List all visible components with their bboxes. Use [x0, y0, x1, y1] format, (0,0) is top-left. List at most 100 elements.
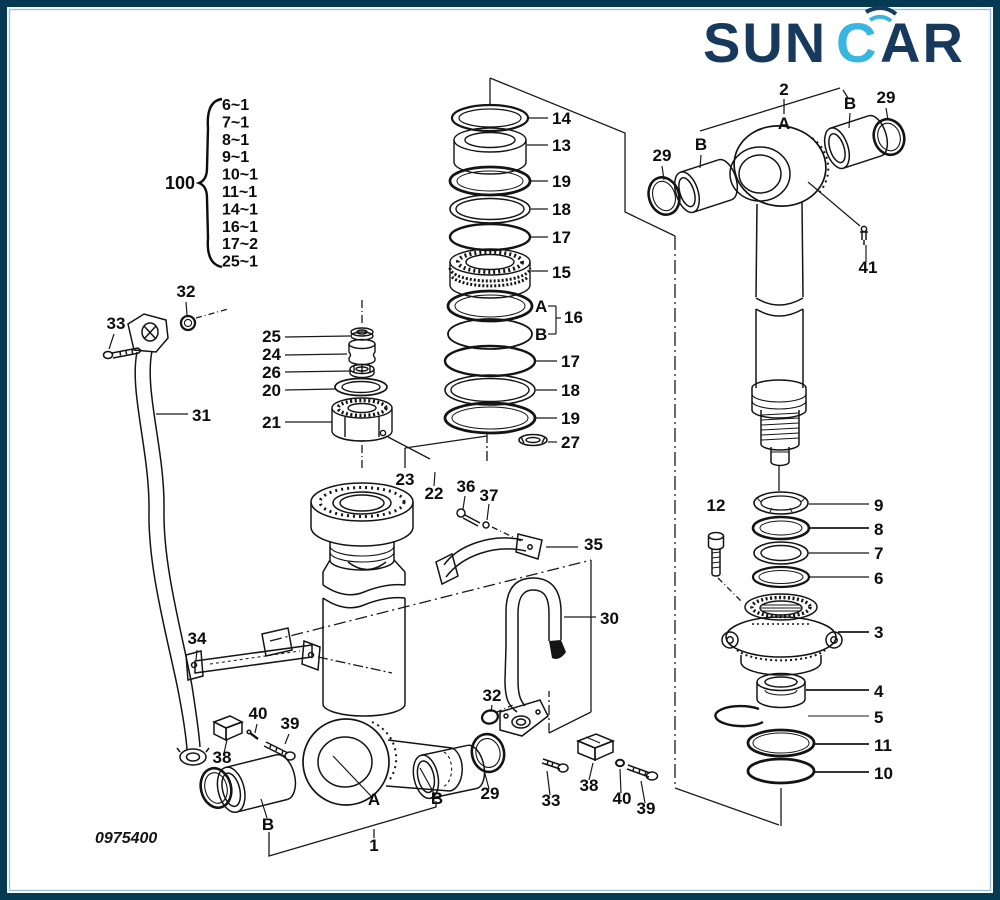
part-36-bolt: [456, 508, 481, 527]
part-label-34: 34: [188, 629, 207, 648]
part-40-pin-left: [246, 729, 259, 740]
part-label-13: 13: [552, 136, 571, 155]
part-38-clamp-left: [212, 715, 244, 742]
part-6-ring: [751, 565, 811, 589]
group-item-10: 10~1: [222, 167, 258, 184]
part-label-A-bottom: A: [368, 790, 380, 809]
part-label-24: 24: [262, 345, 281, 364]
logo-c-mark: C: [836, 11, 876, 74]
part-4-spacer: [756, 672, 806, 709]
part-label-29-top-left: 29: [653, 146, 672, 165]
part-label-29-top-right: 29: [877, 88, 896, 107]
part-11-ring: [746, 728, 816, 758]
part-32-oring-lower: [480, 709, 500, 725]
part-14-oring: [450, 103, 530, 133]
part-label-39-right: 39: [637, 799, 656, 818]
part-9-ring: [753, 491, 809, 515]
part-label-38-right: 38: [580, 776, 599, 795]
logo-signal-arc-small: [868, 14, 893, 23]
group-item-17: 17~2: [222, 236, 258, 253]
part-B-bushing-top-left: [673, 158, 739, 214]
group-brace: [195, 97, 223, 269]
part-label-2: 2: [779, 80, 788, 99]
part-label-41: 41: [859, 258, 878, 277]
part-label-17-lower: 17: [561, 352, 580, 371]
part-label-25: 25: [262, 327, 281, 346]
part-label-B-bottom-right: B: [431, 789, 443, 808]
logo-signal-arc-large: [865, 6, 898, 16]
group-item-9: 9~1: [222, 149, 249, 166]
part-label-B-bottom-left: B: [262, 815, 274, 834]
part-label-33-upper: 33: [107, 314, 126, 333]
suncar-logo: SUN C AR: [703, 6, 963, 74]
part-40-washer-right: [615, 758, 625, 768]
part-30-hose: [499, 577, 566, 737]
rod-assembly: [647, 114, 906, 785]
part-13-bushing: [453, 127, 527, 175]
part-17-ring-lower: [443, 344, 537, 378]
part-label-33-lower: 33: [542, 791, 561, 810]
seal-kit-group-list: 100 6~17~18~19~110~111~114~116~117~225~1: [165, 97, 258, 271]
part-17-ring-upper: [448, 222, 532, 252]
part-label-A-seal: A: [535, 297, 547, 316]
part-B-seal-ring: [447, 318, 533, 350]
valve-parts-column: [331, 327, 393, 442]
part-label-B-top-left: B: [695, 135, 707, 154]
part-label-23: 23: [396, 470, 415, 489]
part-label-19-upper: 19: [552, 172, 571, 191]
part-8-ring: [751, 515, 811, 541]
group-number: 100: [165, 173, 195, 193]
part-24-plug: [348, 338, 376, 366]
label-leader-lines: [108, 107, 889, 819]
part-10-ring: [746, 757, 816, 785]
part-2-piston-rod: [729, 125, 830, 467]
part-label-21: 21: [262, 413, 281, 432]
part-label-5: 5: [874, 708, 883, 727]
part-label-19-lower: 19: [561, 409, 580, 428]
seal-stack-parts: [443, 103, 548, 447]
group-item-16: 16~1: [222, 219, 258, 236]
part-29-ring-top-left: [647, 176, 681, 216]
part-label-22: 22: [425, 484, 444, 503]
part-label-37: 37: [480, 486, 499, 505]
part-label-29-bottom: 29: [481, 784, 500, 803]
part-31-pipe: [127, 313, 210, 766]
part-A-seal-ring: [446, 289, 534, 323]
part-label-12: 12: [707, 496, 726, 515]
part-label-20: 20: [262, 381, 281, 400]
part-label-8: 8: [874, 520, 883, 539]
hose-group: [435, 508, 659, 781]
group-item-8: 8~1: [222, 132, 249, 149]
group-item-14: 14~1: [222, 201, 258, 218]
part-label-40-left: 40: [249, 704, 268, 723]
part-35-clamp-band: [435, 533, 543, 586]
part-29-ring-top-right: [872, 117, 906, 157]
part-label-15: 15: [552, 263, 571, 282]
part-label-38-left: 38: [213, 748, 232, 767]
part-37-pin: [482, 521, 490, 529]
part-labels: 141319181715A16B171819273233312524262021…: [107, 80, 896, 855]
part-32-oring-upper: [179, 314, 197, 332]
part-label-B-seal: B: [535, 325, 547, 344]
part-39-bolt-right: [626, 764, 659, 781]
part-label-26: 26: [262, 363, 281, 382]
part-label-16: 16: [564, 308, 583, 327]
part-label-31: 31: [192, 406, 211, 425]
part-7-ring: [753, 541, 809, 565]
part-label-7: 7: [874, 544, 883, 563]
left-pipe-group: [102, 313, 321, 766]
part-label-27: 27: [561, 433, 580, 452]
cylinder-bottom-eye: [302, 718, 463, 806]
group-item-25: 25~1: [222, 254, 258, 271]
part-label-4: 4: [874, 682, 884, 701]
part-B-bushing-top-right: [823, 114, 889, 170]
part-5-snap-ring: [714, 704, 764, 728]
part-label-32-lower: 32: [483, 686, 502, 705]
part-33-bolt-upper: [102, 347, 143, 360]
part-23-gland: [310, 482, 414, 571]
part-label-10: 10: [874, 764, 893, 783]
part-3-cylinder-head: [721, 593, 843, 676]
part-39-bolt-left: [263, 741, 296, 761]
